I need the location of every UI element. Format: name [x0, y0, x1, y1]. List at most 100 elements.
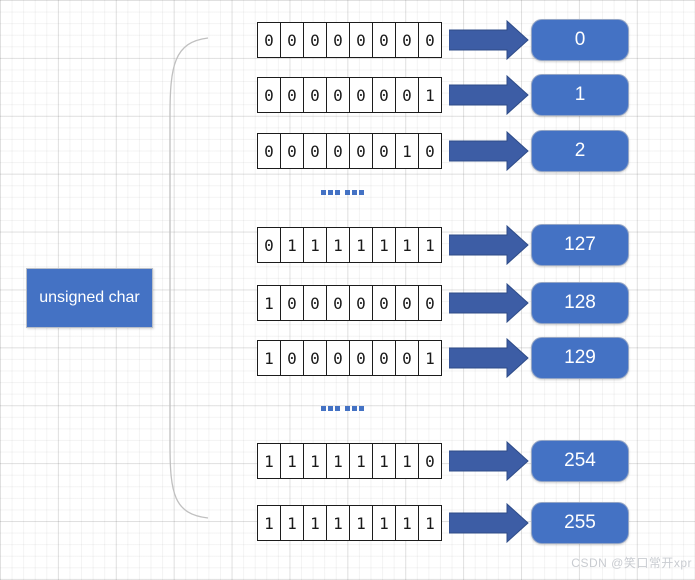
unsigned-char-box: unsigned char — [26, 268, 153, 328]
right-arrow-icon — [449, 282, 529, 324]
bit-cell: 1 — [418, 505, 442, 541]
ellipsis-dot — [328, 406, 333, 411]
right-arrow-icon — [449, 224, 529, 266]
bit-cell: 0 — [257, 227, 281, 263]
bit-cell: 0 — [349, 22, 373, 58]
bit-cell: 1 — [372, 227, 396, 263]
decimal-value-badge: 255 — [531, 502, 629, 544]
bit-cell: 1 — [395, 227, 419, 263]
bit-cell: 0 — [326, 340, 350, 376]
decimal-value-badge: 1 — [531, 74, 629, 116]
bit-cell: 1 — [395, 505, 419, 541]
bit-cell: 0 — [372, 340, 396, 376]
bit-cell: 1 — [303, 227, 327, 263]
bit-cell: 1 — [303, 443, 327, 479]
unsigned-char-label: unsigned char — [39, 289, 140, 306]
bit-cell: 1 — [349, 505, 373, 541]
bit-cell: 0 — [280, 285, 304, 321]
bit-cell: 1 — [257, 505, 281, 541]
bit-cell: 1 — [280, 227, 304, 263]
right-arrow-icon — [449, 130, 529, 172]
bit-cell: 0 — [418, 443, 442, 479]
ellipsis-dot — [359, 190, 364, 195]
bit-cell: 0 — [280, 340, 304, 376]
decimal-value-badge: 0 — [531, 19, 629, 61]
bit-cell: 0 — [303, 133, 327, 169]
bit-cell: 1 — [349, 443, 373, 479]
bit-cell: 1 — [395, 133, 419, 169]
right-arrow-icon — [449, 74, 529, 116]
bit-cell: 0 — [395, 285, 419, 321]
right-arrow-icon — [449, 337, 529, 379]
bit-cell: 0 — [326, 77, 350, 113]
ellipsis-dot — [321, 406, 326, 411]
bit-cell: 1 — [326, 505, 350, 541]
bit-cell: 0 — [280, 133, 304, 169]
ellipsis-dot — [352, 190, 357, 195]
bit-cell: 0 — [326, 22, 350, 58]
bit-cell: 0 — [349, 285, 373, 321]
bit-cell: 1 — [257, 443, 281, 479]
bit-cell: 0 — [303, 285, 327, 321]
bit-cell: 1 — [280, 443, 304, 479]
bit-cell: 1 — [326, 227, 350, 263]
bit-cell: 1 — [418, 227, 442, 263]
bit-cell: 0 — [303, 340, 327, 376]
bit-cell: 1 — [257, 285, 281, 321]
ellipsis-dot — [359, 406, 364, 411]
bit-cell: 0 — [418, 22, 442, 58]
bit-cell: 1 — [303, 505, 327, 541]
decimal-value-badge: 254 — [531, 440, 629, 482]
bit-cell: 1 — [372, 443, 396, 479]
bit-cell: 0 — [372, 22, 396, 58]
bit-cell: 0 — [372, 133, 396, 169]
bit-cell: 1 — [395, 443, 419, 479]
decimal-value-badge: 128 — [531, 282, 629, 324]
left-brace-icon — [169, 37, 209, 519]
ellipsis-dots-icon — [321, 406, 366, 411]
bit-cell: 1 — [326, 443, 350, 479]
bit-cell: 0 — [349, 340, 373, 376]
bit-cell: 0 — [418, 133, 442, 169]
ellipsis-dot — [328, 190, 333, 195]
bit-cell: 0 — [280, 22, 304, 58]
bit-cell: 1 — [418, 77, 442, 113]
ellipsis-dot — [321, 190, 326, 195]
bit-cell: 0 — [257, 77, 281, 113]
watermark-text: CSDN @笑口常开xpr — [571, 556, 692, 570]
bit-cell: 0 — [303, 77, 327, 113]
bit-cell: 0 — [395, 340, 419, 376]
ellipsis-dot — [345, 190, 350, 195]
ellipsis-dots-icon — [321, 190, 366, 195]
bit-cell: 1 — [349, 227, 373, 263]
right-arrow-icon — [449, 440, 529, 482]
bit-cell: 0 — [326, 133, 350, 169]
bit-cell: 1 — [257, 340, 281, 376]
bit-cell: 0 — [372, 285, 396, 321]
bit-cell: 1 — [372, 505, 396, 541]
bit-cell: 1 — [418, 340, 442, 376]
bit-cell: 0 — [372, 77, 396, 113]
bit-cell: 1 — [280, 505, 304, 541]
right-arrow-icon — [449, 502, 529, 544]
bit-cell: 0 — [395, 77, 419, 113]
bit-cell: 0 — [257, 22, 281, 58]
ellipsis-dot — [335, 190, 340, 195]
bit-cell: 0 — [280, 77, 304, 113]
right-arrow-icon — [449, 19, 529, 61]
left-brace-path — [169, 37, 209, 519]
ellipsis-dot — [352, 406, 357, 411]
ellipsis-dot — [335, 406, 340, 411]
bit-cell: 0 — [326, 285, 350, 321]
decimal-value-badge: 129 — [531, 337, 629, 379]
decimal-value-badge: 2 — [531, 130, 629, 172]
bit-cell: 0 — [349, 133, 373, 169]
